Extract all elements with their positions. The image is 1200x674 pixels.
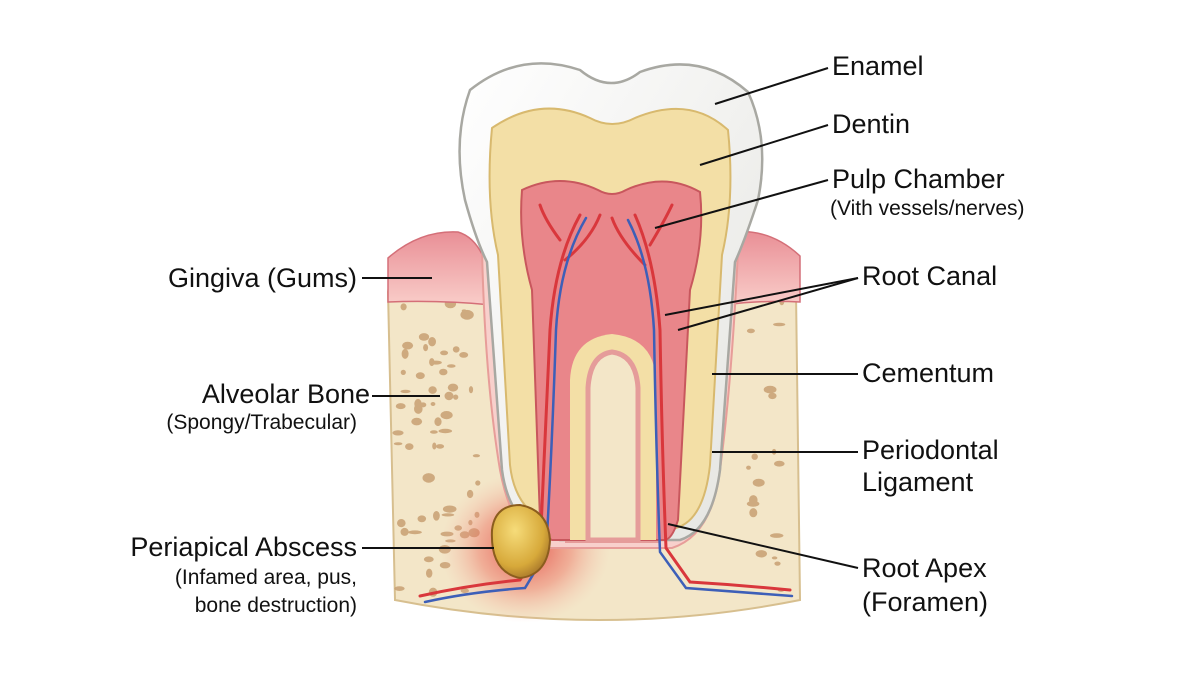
bone-pore — [400, 389, 411, 394]
bone-pore — [444, 391, 454, 401]
bone-pore — [746, 500, 760, 507]
bone-pore — [425, 558, 431, 562]
bone-pore — [432, 442, 437, 450]
bone-pore — [400, 527, 409, 536]
bone-pore — [392, 430, 404, 436]
bone-pore — [439, 368, 448, 376]
bone-pore — [434, 417, 442, 427]
bone-pore — [414, 398, 422, 409]
vessels-nerves — [418, 203, 794, 604]
bone-pore — [746, 328, 755, 334]
label-alveolar-bone: Alveolar Bone — [201, 379, 370, 409]
bone-pore — [400, 369, 406, 375]
bone-pore — [407, 530, 422, 535]
bone-pore — [401, 348, 409, 359]
bone-pore — [749, 508, 758, 518]
bone-pore — [394, 586, 405, 591]
label-enamel: Enamel — [832, 51, 924, 81]
bone-pore — [459, 352, 469, 358]
bone-pore — [411, 417, 423, 426]
bone-pore — [400, 303, 407, 311]
bone-pore — [438, 428, 453, 434]
leader-lines — [362, 67, 859, 569]
bone-pore — [397, 519, 406, 528]
label-root-apex-note: (Foramen) — [862, 587, 989, 617]
bone-pore — [746, 465, 751, 470]
bone-pore — [472, 454, 480, 458]
bone-pore — [395, 403, 406, 410]
bone-pore — [429, 360, 442, 365]
label-periodontal-line1: Periodontal — [862, 435, 999, 465]
label-periodontal-line2: Ligament — [862, 467, 974, 497]
label-root-apex: Root Apex — [862, 553, 987, 583]
bone-pore — [435, 444, 445, 449]
label-abscess-note-2: bone destruction) — [194, 594, 357, 617]
bone-pore — [751, 453, 758, 460]
bone-pore — [415, 372, 425, 380]
label-root-canal: Root Canal — [862, 261, 998, 291]
periapical-abscess — [490, 503, 552, 580]
bone-pore — [402, 341, 414, 350]
bone-pore — [475, 480, 481, 486]
bone-pore — [423, 344, 429, 352]
interradicular-bone-core — [585, 349, 641, 543]
bone-pore — [752, 478, 765, 487]
bone-pore — [447, 364, 456, 368]
bone-pore — [433, 511, 440, 521]
bone-pore — [768, 392, 777, 400]
bone-pore — [440, 411, 453, 420]
label-alveolar-bone-note: (Spongy/Trabecular) — [166, 411, 357, 434]
bone-pore — [393, 442, 403, 446]
bone-pore — [430, 430, 438, 434]
label-cementum: Cementum — [862, 358, 995, 388]
bone-pore — [430, 402, 436, 406]
bone-pore — [428, 386, 437, 394]
bone-pore — [428, 337, 436, 347]
bone-pore — [774, 561, 781, 566]
bone-pore — [461, 309, 467, 313]
label-dentin: Dentin — [832, 109, 911, 139]
bone-pore — [774, 460, 785, 467]
bone-pore — [418, 333, 430, 341]
bone-pore — [770, 533, 784, 538]
label-pulp-chamber-note: (Vith vessels/nerves) — [830, 197, 1025, 220]
label-abscess-note-1: (Infamed area, pus, — [174, 566, 357, 589]
bone-pore — [452, 346, 460, 353]
label-gingiva: Gingiva (Gums) — [167, 263, 357, 293]
bone-pore — [426, 568, 433, 578]
bone-pore — [417, 515, 427, 523]
bone-pore — [405, 443, 414, 450]
bone-pore — [763, 385, 777, 394]
bone-pore — [440, 350, 449, 356]
label-pulp-chamber: Pulp Chamber — [832, 164, 1005, 194]
bone-pore — [755, 550, 767, 558]
bone-pore — [453, 394, 459, 400]
bone-pore — [422, 473, 435, 483]
bone-pore — [773, 322, 786, 327]
bone-pore — [468, 386, 474, 394]
label-abscess: Periapical Abscess — [130, 532, 357, 562]
bone-pore — [771, 556, 778, 560]
bone-pore — [447, 383, 459, 392]
